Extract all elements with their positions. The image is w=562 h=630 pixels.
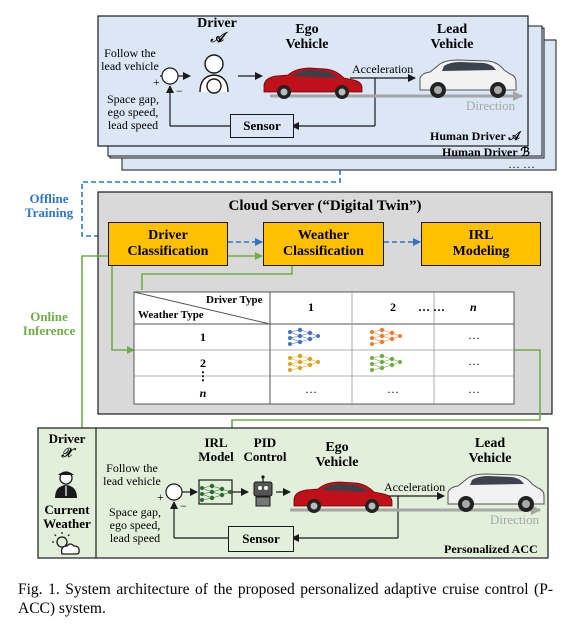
direction-label-bottom: Direction xyxy=(490,512,540,527)
human-driver-b-label: Human Driver ℬ xyxy=(442,145,530,159)
table-row-n: n xyxy=(199,386,207,400)
table-row-1: 1 xyxy=(200,330,206,344)
direction-label-top: Direction xyxy=(466,98,516,113)
figure-caption: Fig. 1. System architecture of the propo… xyxy=(18,581,553,618)
plus-sign-top: + xyxy=(153,75,160,89)
driver-weather-table xyxy=(133,291,515,405)
human-driver-a-label: Human Driver 𝒜 xyxy=(430,129,520,143)
driver-x-label: Driver 𝒳 xyxy=(48,431,86,461)
online-inference-label: Online Inference xyxy=(22,309,76,339)
driver-person-icon xyxy=(199,54,229,94)
table-col-2: 2 xyxy=(390,300,396,314)
acceleration-label-top: Acceleration xyxy=(352,62,414,76)
offline-training-label: Offline Training xyxy=(24,191,74,221)
summing-junction-bottom xyxy=(165,483,183,501)
ego-vehicle-label-top: Ego Vehicle xyxy=(285,22,329,53)
offline-training-arrow xyxy=(81,170,341,240)
follow-lead-text-bottom: Follow the lead vehicle xyxy=(103,461,161,489)
inputs-text-bottom: Space gap, ego speed, lead speed xyxy=(109,505,161,546)
lead-vehicle-label-top: Lead Vehicle xyxy=(430,22,474,53)
table-cell-ellipsis-nn: … xyxy=(468,382,480,396)
table-cell-ellipsis-2n: … xyxy=(468,354,480,368)
driver-title: Driver 𝒜 xyxy=(197,16,237,47)
sensor-box-bottom: Sensor xyxy=(228,526,294,552)
table-col-ellipsis: … … xyxy=(418,300,445,314)
summing-junction-top xyxy=(161,67,179,85)
table-cell-ellipsis-1n: … xyxy=(468,328,480,342)
table-header-weather-type: Weather Type xyxy=(138,309,204,321)
acceleration-label-bottom: Acceleration xyxy=(384,480,446,494)
stack-ellipsis: … … xyxy=(508,157,535,171)
table-row-2: 2 xyxy=(200,356,206,370)
table-header-driver-type: Driver Type xyxy=(206,294,263,306)
ego-vehicle-label-bottom: Ego Vehicle xyxy=(315,440,359,471)
personalized-acc-label: Personalized ACC xyxy=(444,542,538,556)
irl-model-label: IRL Model xyxy=(198,435,234,465)
weather-partly-cloudy-icon xyxy=(52,532,80,555)
sensor-box-top: Sensor xyxy=(230,114,294,138)
table-row-vdots: ⋮ xyxy=(197,369,209,383)
table-cell-ellipsis-n2: … xyxy=(387,382,399,396)
pid-robot-icon xyxy=(253,475,273,507)
minus-sign-top: − xyxy=(176,84,183,98)
inputs-text-top: Space gap, ego speed, lead speed xyxy=(107,92,159,133)
current-weather-label: Current Weather xyxy=(43,502,91,532)
cloud-server-title: Cloud Server (“Digital Twin”) xyxy=(228,198,422,214)
table-col-1: 1 xyxy=(308,300,314,314)
follow-lead-text-top: Follow the lead vehicle xyxy=(101,46,159,74)
driver-x-icon xyxy=(55,471,77,498)
lead-vehicle-label-bottom: Lead Vehicle xyxy=(468,436,512,467)
plus-sign-bottom: + xyxy=(157,490,164,504)
table-col-n: n xyxy=(470,300,477,314)
minus-sign-bottom: − xyxy=(180,499,187,513)
table-cell-ellipsis-n1: … xyxy=(305,382,317,396)
pid-control-label: PID Control xyxy=(243,435,287,465)
irl-model-network-icon xyxy=(198,479,233,505)
